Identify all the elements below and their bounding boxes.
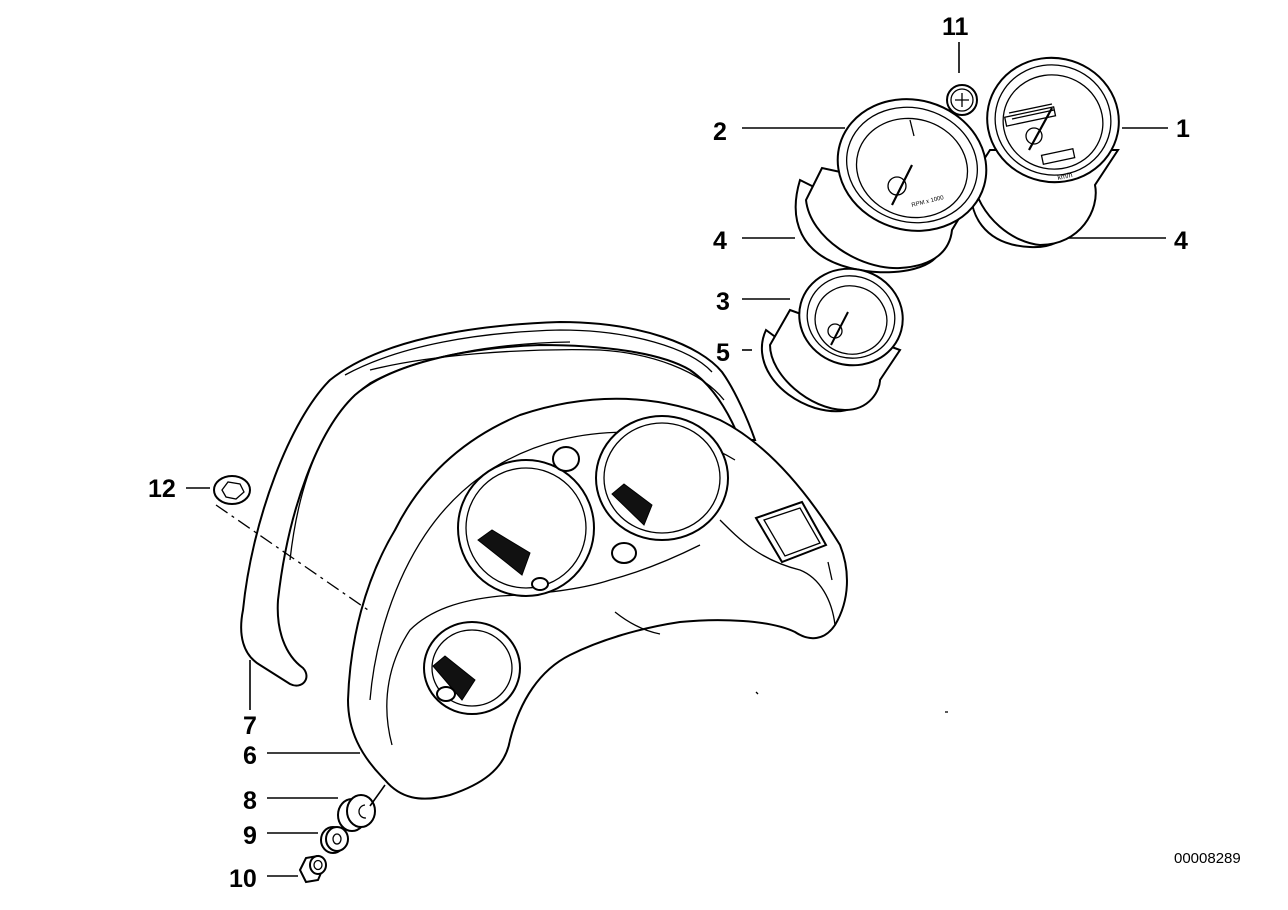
part-6-instrument-housing — [346, 397, 848, 800]
part-12-clip-nut — [213, 475, 251, 505]
part-1-speedometer: km/h — [969, 56, 1120, 249]
callout-4-right: 4 — [1174, 227, 1188, 255]
callout-7: 7 — [243, 712, 257, 740]
callout-2: 2 — [713, 118, 727, 146]
part-3-small-gauge — [760, 267, 904, 413]
callout-4-left: 4 — [713, 227, 727, 255]
callout-labels: 1 2 3 4 4 5 6 7 8 9 10 11 12 — [148, 13, 1190, 893]
drawing-number: 00008289 — [1174, 850, 1241, 867]
callout-1: 1 — [1176, 115, 1190, 143]
callout-11: 11 — [942, 13, 969, 41]
callout-8: 8 — [243, 787, 257, 815]
callout-6: 6 — [243, 742, 257, 770]
part-9-washer — [320, 826, 349, 854]
callout-5: 5 — [716, 339, 730, 367]
callout-12: 12 — [148, 475, 176, 503]
leader-lines — [186, 42, 1168, 877]
callout-10: 10 — [229, 865, 257, 893]
callout-9: 9 — [243, 822, 257, 850]
part-8-grommet — [337, 794, 376, 832]
part-7-cover-trim — [240, 320, 757, 687]
callout-3: 3 — [716, 288, 730, 316]
speedometer-unit-label: km/h — [1057, 172, 1073, 182]
part-2-tachometer: RPM x 1000 — [794, 98, 988, 274]
part-10-nut — [298, 854, 327, 884]
part-11-indicator-lens — [946, 84, 978, 116]
